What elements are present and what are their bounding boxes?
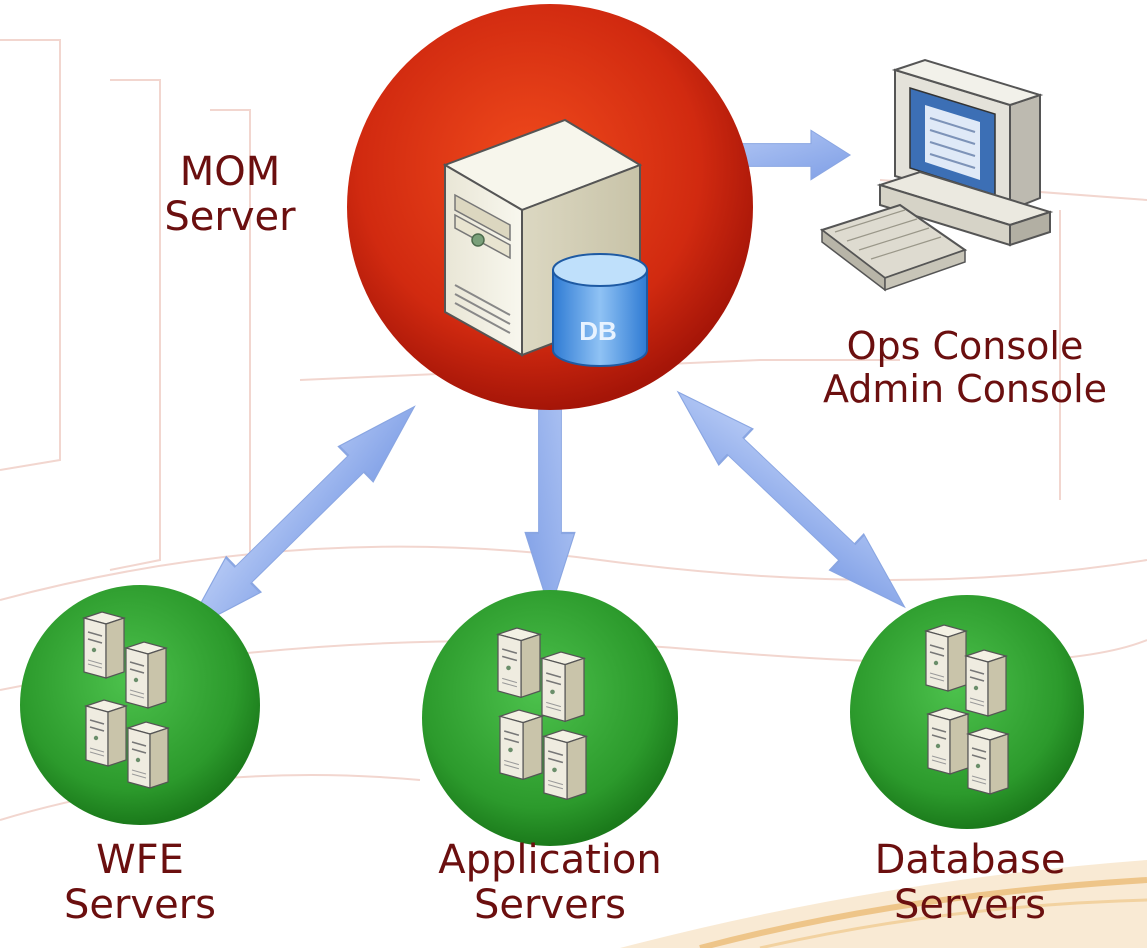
application-servers-node: [422, 590, 678, 846]
db-label: DB: [579, 316, 617, 346]
database-servers-node: [850, 595, 1084, 829]
arrow-mom-to-database: [660, 373, 923, 626]
console-label-line1: Ops Console: [846, 324, 1084, 368]
wfe-servers-node: [20, 585, 260, 825]
application-servers-label-line2: Servers: [473, 882, 626, 929]
console-label-line2: Admin Console: [822, 366, 1108, 411]
mom-server-label-line2: Server: [164, 194, 296, 241]
swoosh-decoration: [620, 860, 1147, 948]
mom-server-label: MOM Server: [140, 149, 320, 241]
database-servers-label-line1: Database: [874, 837, 1066, 883]
database-servers-label: Database Servers: [850, 837, 1090, 929]
mom-server-node: DB: [347, 4, 753, 410]
wfe-servers-label: WFE Servers: [40, 837, 240, 929]
database-cylinder-icon: DB: [552, 253, 648, 367]
application-servers-label-line1: Application: [438, 837, 662, 883]
desktop-computer-icon: [819, 58, 1054, 292]
mom-server-label-line1: MOM: [179, 149, 281, 195]
application-servers-label: Application Servers: [405, 837, 695, 929]
console-label: Ops Console Admin Console: [790, 325, 1140, 411]
wfe-servers-label-line1: WFE: [96, 837, 184, 883]
database-servers-label-line2: Servers: [893, 882, 1046, 929]
wfe-servers-label-line2: Servers: [63, 882, 216, 929]
